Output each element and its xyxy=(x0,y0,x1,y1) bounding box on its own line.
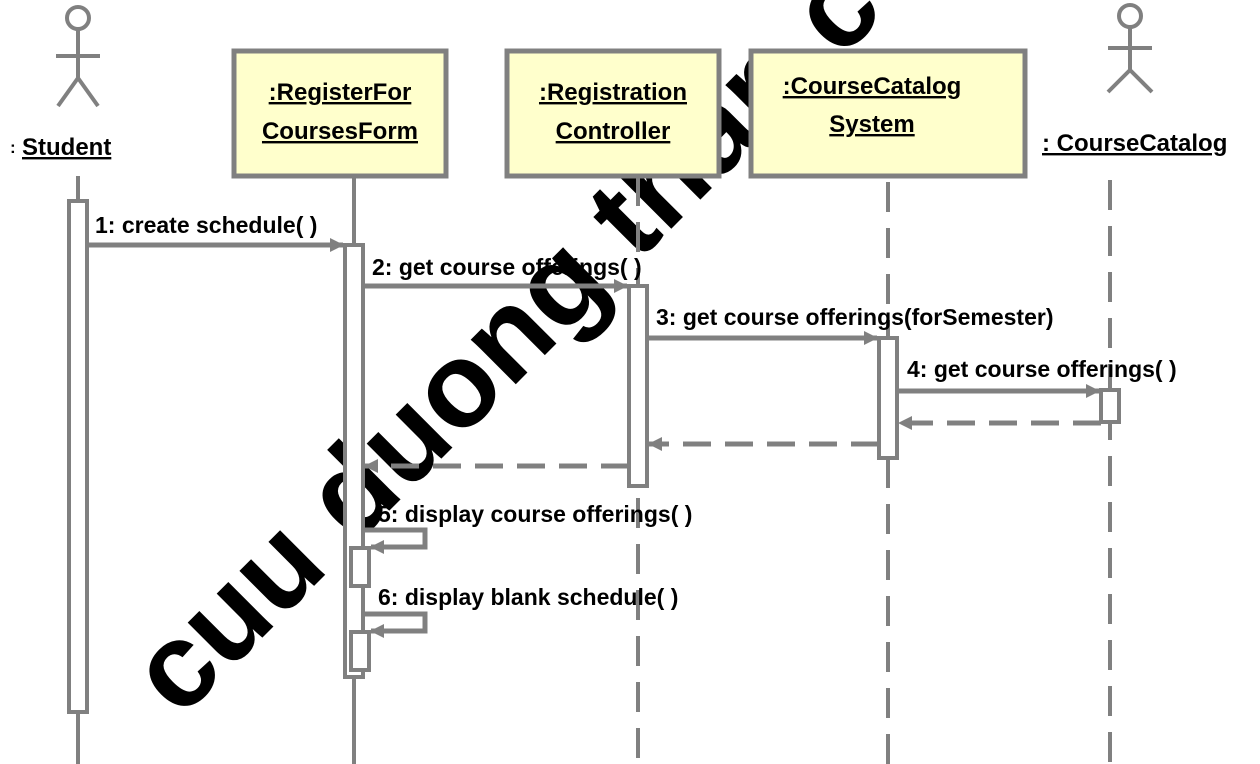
catalog-label: : CourseCatalog xyxy=(1042,130,1227,157)
message-6-label: 6: display blank schedule( ) xyxy=(378,584,678,610)
controller-box-line2: Controller xyxy=(556,118,671,145)
controller-box-line1: :Registration xyxy=(539,79,687,106)
system-box-line2: System xyxy=(829,111,914,138)
message-2-label: 2: get course offerings( ) xyxy=(372,254,642,280)
message-5-label: 5: display course offerings( ) xyxy=(378,501,692,527)
activation-catalog xyxy=(1099,388,1121,424)
message-5-arrow xyxy=(363,527,428,554)
student-actor-head xyxy=(65,5,91,31)
student-actor xyxy=(56,5,100,108)
catalog-actor xyxy=(1106,3,1154,94)
activation-controller xyxy=(627,284,649,488)
message-1-label: 1: create schedule( ) xyxy=(95,212,317,238)
activation-form xyxy=(343,243,365,679)
activation-form-self-6 xyxy=(349,630,371,672)
message-6-arrow xyxy=(363,611,428,638)
activation-form-self-5 xyxy=(349,546,371,588)
message-4-label: 4: get course offerings( ) xyxy=(907,356,1177,382)
student-label: Student xyxy=(22,134,111,161)
message-3-label: 3: get course offerings(forSemester) xyxy=(656,304,1053,330)
form-box-line1: :RegisterFor xyxy=(269,79,412,106)
messages xyxy=(87,238,1101,638)
catalog-actor-head xyxy=(1117,3,1143,29)
system-box: :CourseCatalog System xyxy=(748,48,1028,179)
controller-box: :Registration Controller xyxy=(504,48,722,179)
student-label-prefix: : xyxy=(10,138,16,157)
activation-student xyxy=(67,199,89,714)
activation-system xyxy=(877,336,899,460)
form-box: :RegisterFor CoursesForm xyxy=(231,48,449,179)
system-box-line1: :CourseCatalog xyxy=(783,73,962,100)
activation-bars xyxy=(67,199,1121,714)
form-box-line2: CoursesForm xyxy=(262,118,418,145)
